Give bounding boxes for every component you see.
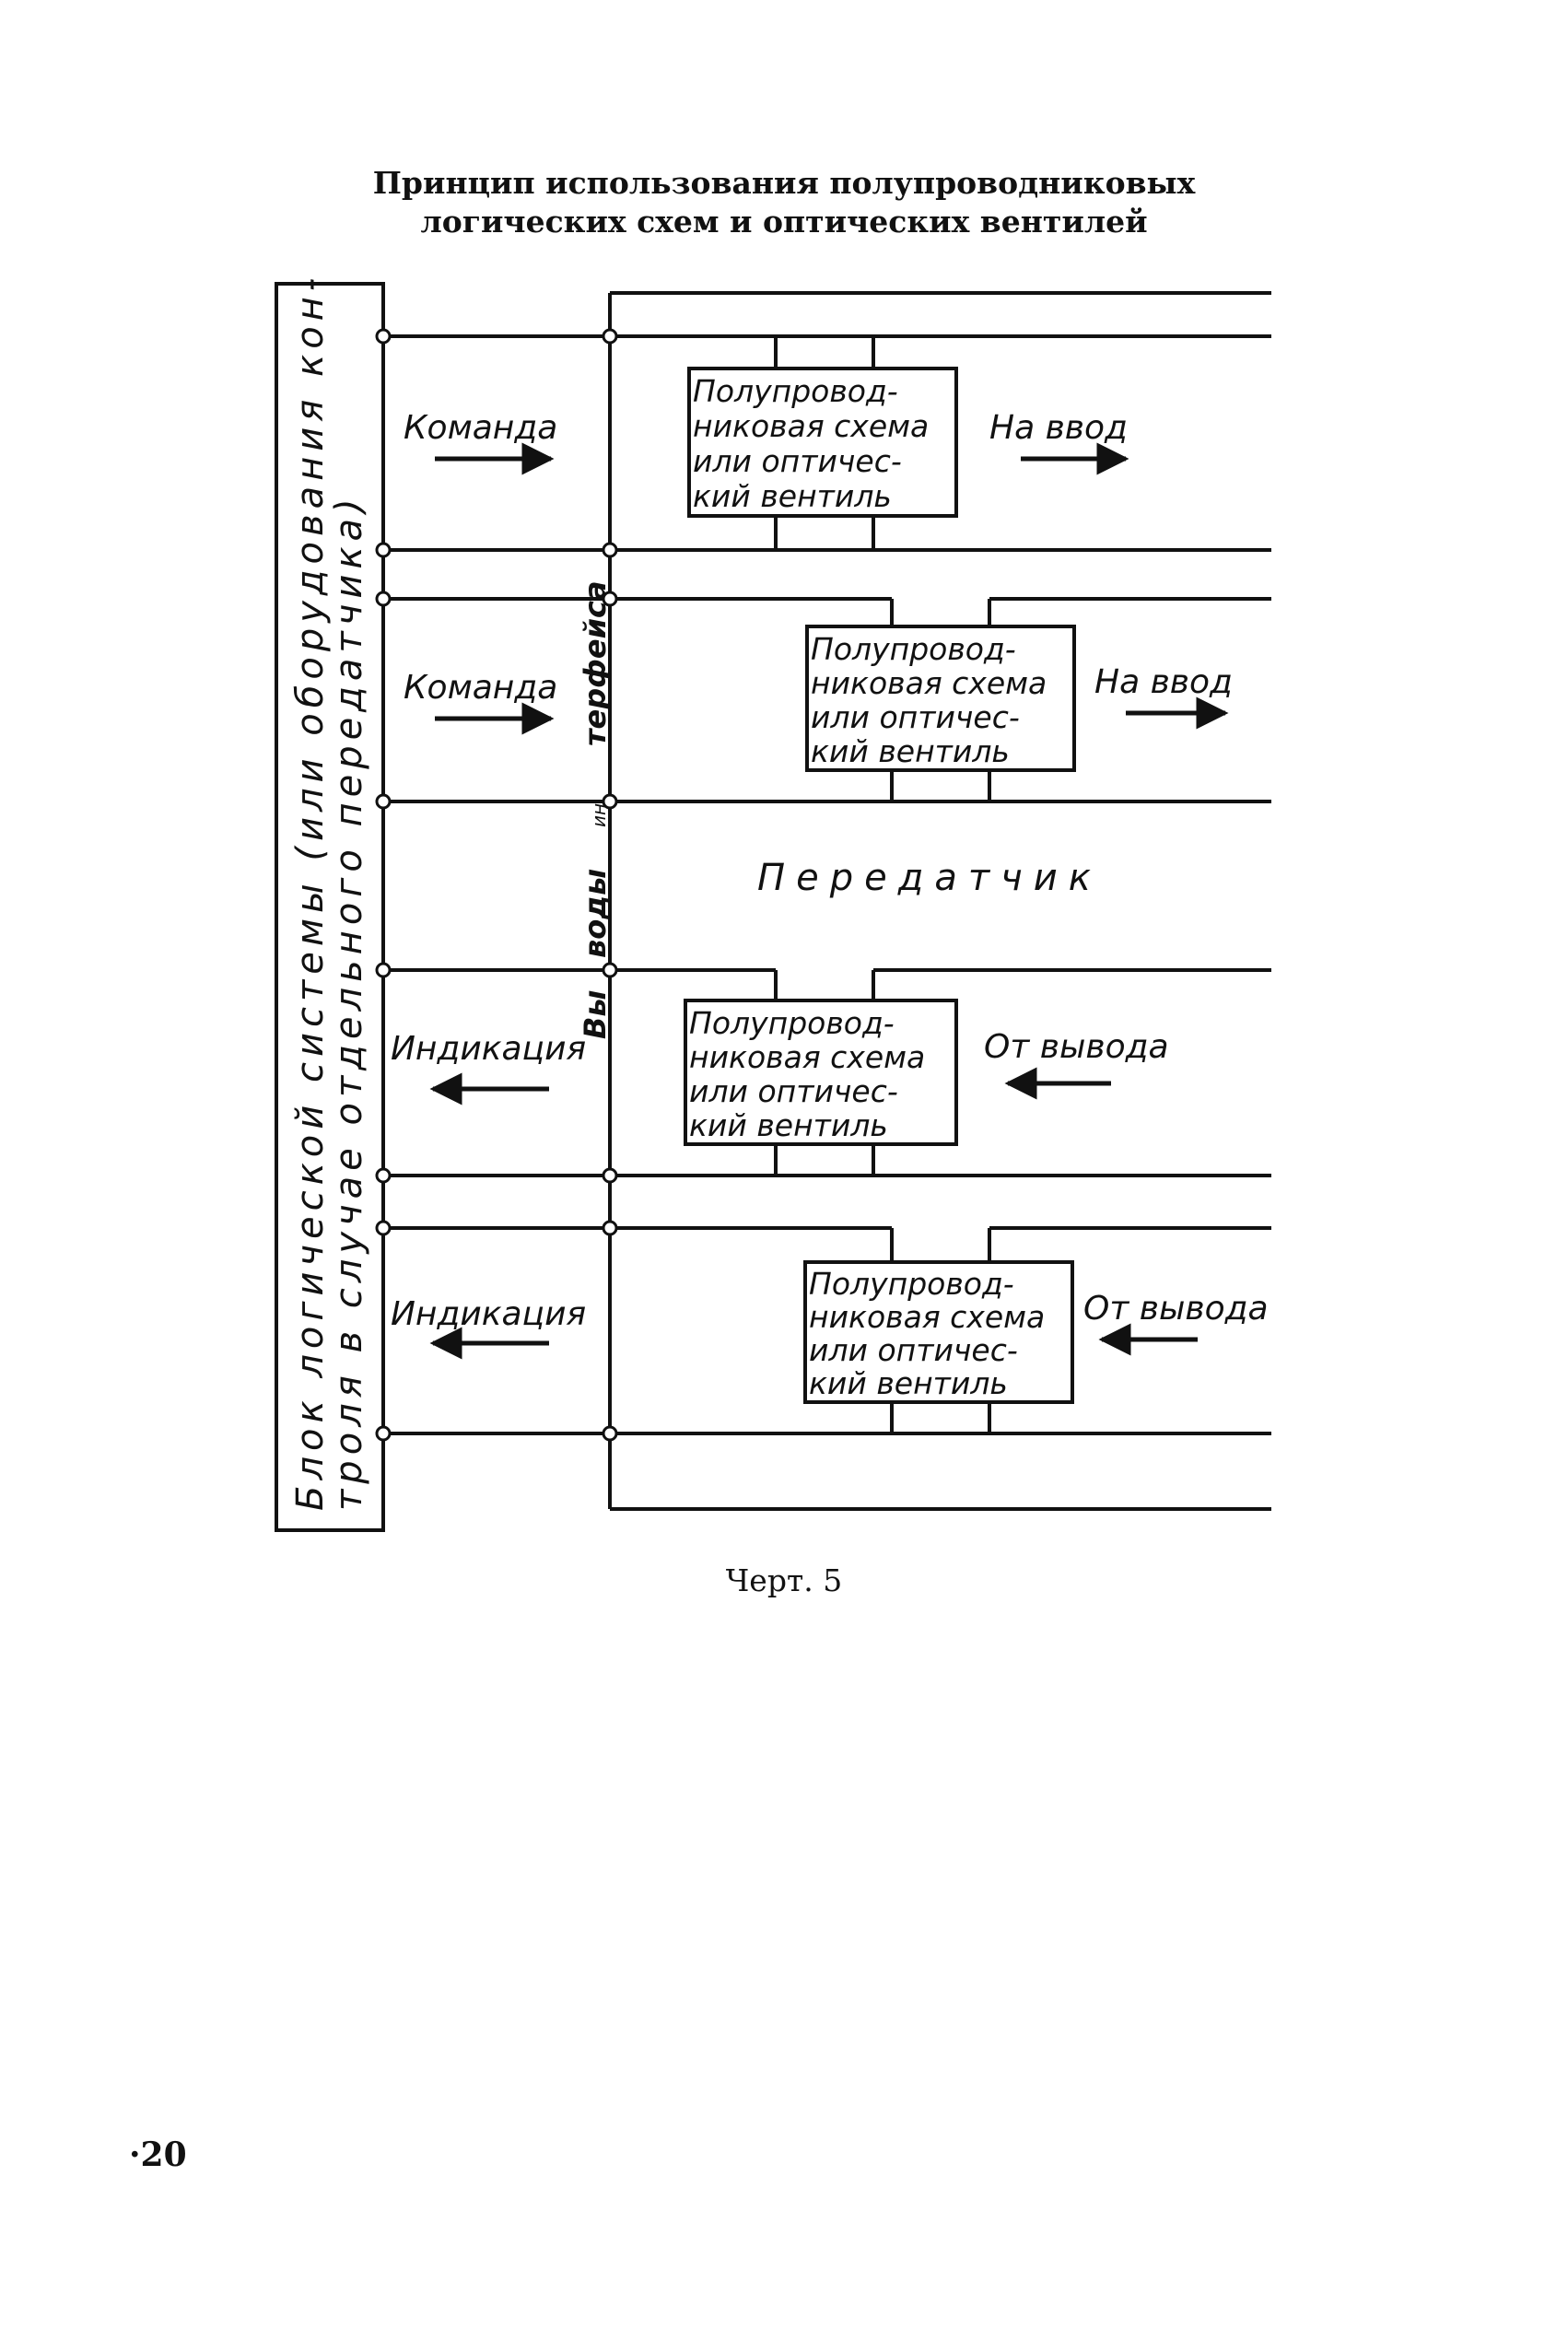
gate-box-2 bbox=[805, 625, 1076, 772]
interface-outputs-label: Вы воды ин терфейса bbox=[578, 580, 613, 1039]
title-line-1: Принцип использования полупроводниковых bbox=[372, 165, 1196, 201]
logic-system-label-line-2: троля в случае отдельного передатчика) bbox=[328, 493, 370, 1511]
gate-4-line-1: Полупровод- bbox=[809, 1266, 1014, 1302]
row-1-left-label: Команда bbox=[404, 409, 557, 447]
row-3-right-label: От вывода bbox=[984, 1028, 1169, 1066]
page-number: ·20 bbox=[129, 2135, 187, 2174]
figure-caption: Черт. 5 bbox=[725, 1562, 843, 1598]
logic-system-label: Блок логической системы (или оборудовани… bbox=[289, 273, 370, 1511]
figure-title: Принцип использования полупроводниковых … bbox=[0, 164, 1568, 241]
gate-2-line-1: Полупровод- bbox=[811, 631, 1016, 667]
gate-1-line-3: или оптичес- bbox=[693, 443, 902, 479]
gate-1-line-2: никовая схема bbox=[693, 408, 929, 444]
row-2: Полупровод- никовая схема или оптичес- к… bbox=[375, 591, 1271, 810]
gate-4-line-4: кий вентиль bbox=[809, 1365, 1008, 1401]
gate-2-line-2: никовая схема bbox=[811, 665, 1047, 701]
row-3-left-label: Индикация bbox=[391, 1030, 586, 1068]
gate-box-1 bbox=[687, 367, 958, 518]
gate-box-4 bbox=[803, 1260, 1074, 1404]
logic-system-label-line-1: Блок логической системы (или оборудовани… bbox=[289, 273, 332, 1511]
gate-4-line-2: никовая схема bbox=[809, 1299, 1045, 1335]
logic-system-block bbox=[275, 282, 385, 1532]
bus-label-part-4: терфейса bbox=[578, 580, 613, 746]
row-2-left-label: Команда bbox=[404, 669, 557, 707]
transmitter-label: Передатчик bbox=[757, 857, 1102, 899]
title-line-2: логических схем и оптических вентилей bbox=[420, 204, 1148, 240]
row-4: Полупровод- никовая схема или оптичес- к… bbox=[375, 1220, 1271, 1442]
gate-box-3 bbox=[684, 999, 958, 1146]
row-1: Полупровод- никовая схема или оптичес- к… bbox=[375, 328, 1271, 558]
row-2-right-label: На ввод bbox=[1094, 663, 1233, 701]
row-1-right-label: На ввод bbox=[989, 409, 1128, 447]
bus-label-part-2: воды bbox=[578, 869, 613, 958]
gate-1-line-4: кий вентиль bbox=[693, 478, 892, 514]
gate-3-line-4: кий вентиль bbox=[689, 1107, 888, 1143]
gate-2-line-3: или оптичес- bbox=[811, 699, 1020, 735]
gate-2-line-4: кий вентиль bbox=[811, 733, 1010, 769]
bus-label-part-1: Вы bbox=[578, 990, 613, 1039]
gate-3-line-2: никовая схема bbox=[689, 1039, 925, 1075]
gate-1-line-1: Полупровод- bbox=[693, 373, 898, 409]
gate-4-line-3: или оптичес- bbox=[809, 1332, 1018, 1368]
row-4-left-label: Индикация bbox=[391, 1295, 586, 1333]
row-4-right-label: От вывода bbox=[1083, 1290, 1269, 1328]
row-3: Полупровод- никовая схема или оптичес- к… bbox=[375, 962, 1271, 1184]
gate-3-line-1: Полупровод- bbox=[689, 1005, 895, 1041]
gate-3-line-3: или оптичес- bbox=[689, 1073, 898, 1109]
